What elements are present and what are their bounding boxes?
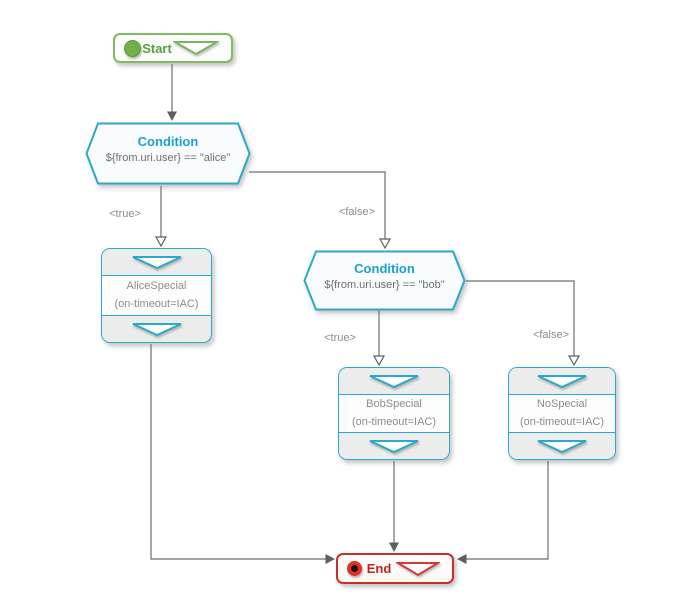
task-body: NoSpecial (on-timeout=IAC) [509, 395, 615, 432]
edge-condition-bob-true [372, 309, 386, 367]
condition-alice-text: Condition ${from.uri.user} == "alice" [85, 122, 251, 185]
end-circle-icon [347, 561, 362, 576]
task-name: AliceSpecial [126, 280, 187, 293]
start-label: Start [142, 40, 172, 56]
edge-label-bob-false: <false> [532, 329, 570, 341]
task-bottom-band [102, 315, 211, 342]
task-top-band [339, 368, 449, 395]
edge-condition-alice-false [249, 171, 392, 250]
edge-label-alice-true: <true> [109, 208, 141, 220]
end-node[interactable]: End [336, 553, 454, 584]
condition-title: Condition [354, 260, 415, 276]
end-label: End [366, 561, 392, 576]
collapse-triangle-icon[interactable] [131, 255, 183, 270]
edge-nospecial-to-end [457, 461, 549, 564]
hexagon-shape [303, 250, 466, 311]
collapse-triangle-icon[interactable] [368, 374, 420, 389]
task-nospecial-node[interactable]: NoSpecial (on-timeout=IAC) [508, 367, 616, 460]
start-collapse-triangle-icon[interactable] [173, 40, 219, 56]
condition-bob-node[interactable]: Condition ${from.uri.user} == "bob" [303, 250, 466, 311]
task-params: (on-timeout=IAC) [351, 415, 437, 428]
condition-expression: ${from.uri.user} == "bob" [324, 278, 445, 291]
task-body: BobSpecial (on-timeout=IAC) [339, 395, 449, 432]
end-circle-inner-dot [351, 565, 358, 572]
collapse-triangle-icon[interactable] [131, 322, 183, 337]
edge-label-alice-false: <false> [338, 206, 376, 218]
condition-title: Condition [137, 133, 199, 149]
start-node[interactable]: Start [113, 33, 233, 63]
task-bottom-band [509, 432, 615, 459]
edge-start-to-condition-alice [167, 64, 177, 121]
condition-bob-text: Condition ${from.uri.user} == "bob" [303, 250, 466, 311]
edge-alicespecial-to-end [150, 344, 335, 564]
condition-alice-node[interactable]: Condition ${from.uri.user} == "alice" [85, 122, 251, 185]
edge-condition-bob-false [466, 280, 581, 367]
edge-condition-alice-true [154, 186, 168, 248]
collapse-triangle-icon[interactable] [536, 374, 588, 389]
hexagon-shape [85, 122, 251, 185]
task-name: BobSpecial [366, 398, 422, 411]
task-params: (on-timeout=IAC) [114, 297, 199, 310]
edge-label-bob-true: <true> [324, 332, 356, 344]
start-circle-icon [124, 39, 141, 57]
collapse-triangle-icon[interactable] [368, 439, 420, 454]
task-params: (on-timeout=IAC) [519, 415, 605, 428]
task-alicespecial-node[interactable]: AliceSpecial (on-timeout=IAC) [101, 248, 212, 343]
end-collapse-triangle-icon[interactable] [396, 561, 440, 577]
edge-bobspecial-to-end [389, 461, 399, 552]
task-bottom-band [339, 432, 449, 459]
task-body: AliceSpecial (on-timeout=IAC) [102, 276, 211, 315]
task-top-band [509, 368, 615, 395]
task-top-band [102, 249, 211, 276]
task-bobspecial-node[interactable]: BobSpecial (on-timeout=IAC) [338, 367, 450, 460]
collapse-triangle-icon[interactable] [536, 439, 588, 454]
condition-expression: ${from.uri.user} == "alice" [105, 151, 231, 164]
task-name: NoSpecial [536, 398, 588, 411]
